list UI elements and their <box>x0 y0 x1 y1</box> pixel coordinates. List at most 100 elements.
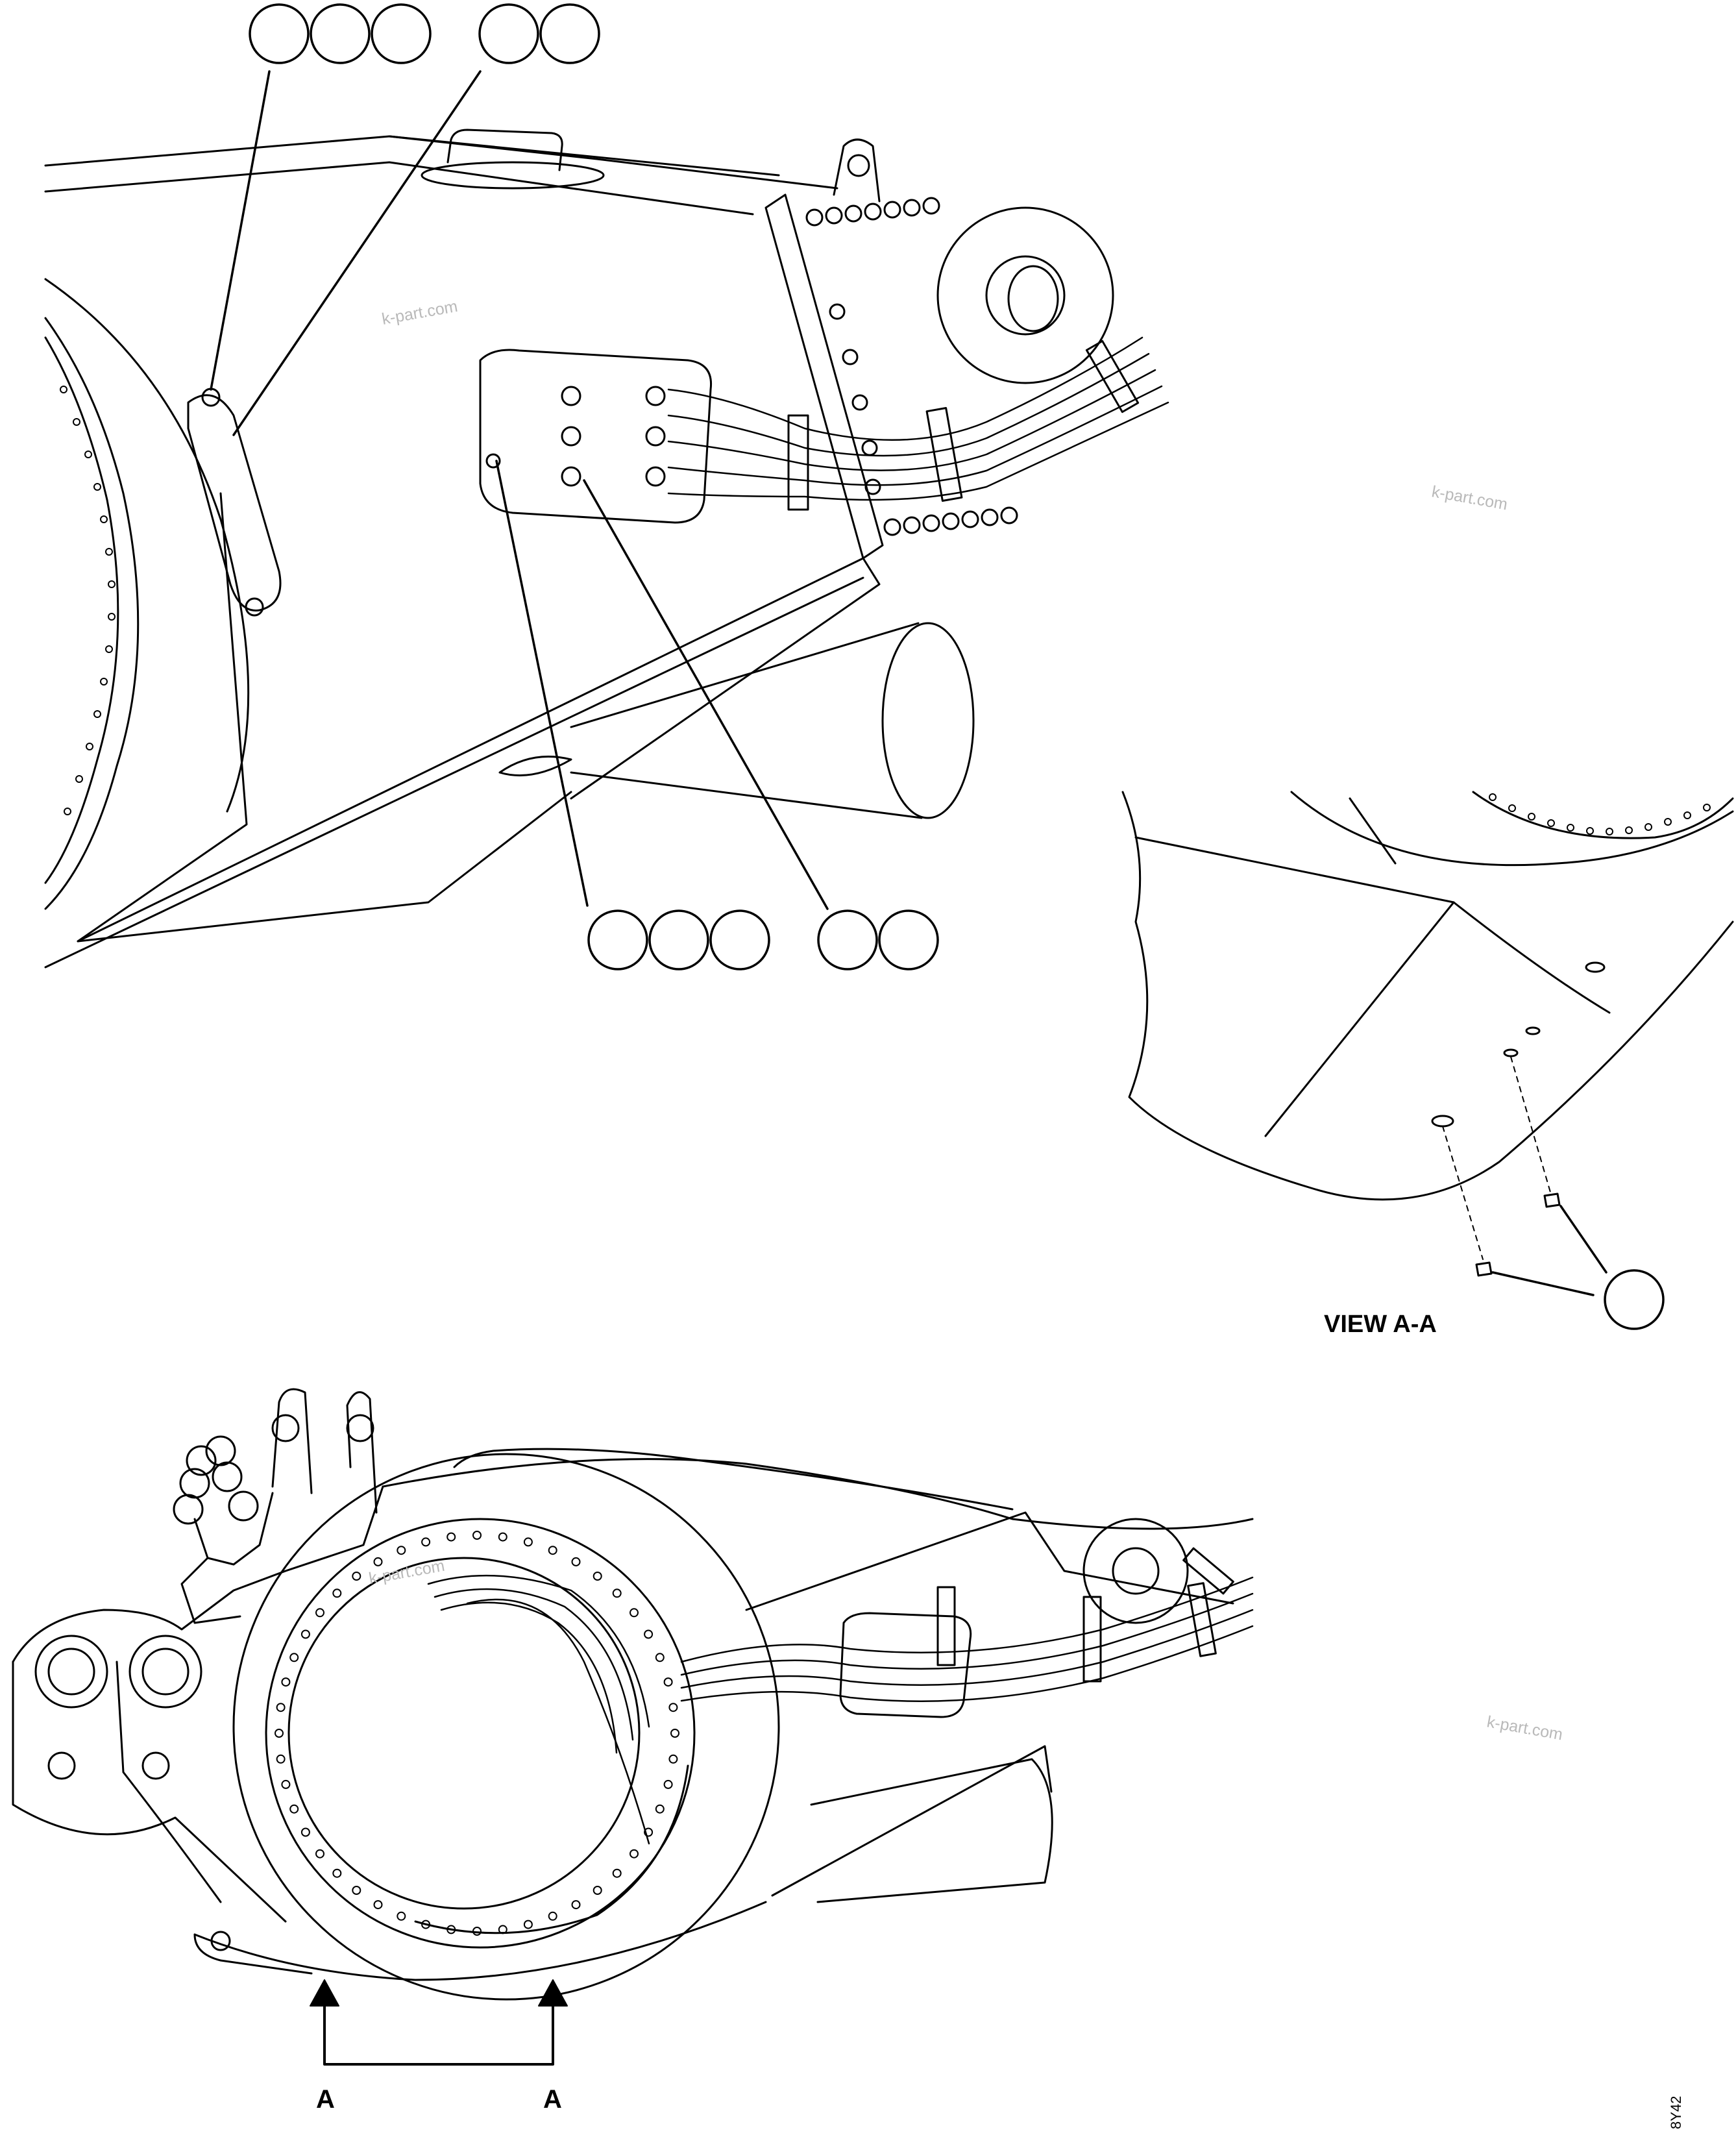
watermark: k-part.com <box>380 297 459 328</box>
callout-leader <box>583 479 829 910</box>
ring-bolt-hole <box>472 1531 482 1540</box>
plug-axis <box>1510 1056 1552 1195</box>
ring-bolt-hole <box>655 1804 665 1814</box>
ring-bolt-hole <box>281 1677 291 1687</box>
ring-bolt-hole <box>446 1532 456 1542</box>
assembly-top-rail <box>382 1458 1254 1530</box>
section-label-right: A <box>543 2085 562 2114</box>
lifting-lug <box>833 138 881 203</box>
section-label-left: A <box>316 2085 335 2114</box>
detail-hole <box>1585 961 1606 973</box>
detail-ring-holes <box>1489 793 1711 835</box>
pin-bore <box>1007 265 1059 332</box>
assembly-top-hose <box>453 1448 1014 1511</box>
detail-hole <box>1503 1048 1519 1057</box>
watermark: k-part.com <box>1430 482 1509 513</box>
callout-balloon <box>648 909 709 970</box>
ring-bolt-hole <box>300 1827 310 1837</box>
cylinder-body <box>570 622 923 819</box>
detail-ring-arc <box>1290 791 1734 867</box>
pin-plate-lower-2 <box>116 1661 222 1903</box>
top-handle <box>446 129 563 171</box>
ring-bolt-hole <box>593 1572 602 1581</box>
callout-balloon <box>249 3 310 64</box>
ring-inner-wall <box>414 1764 689 1934</box>
flange-bolts-side <box>829 303 881 495</box>
pin-bore-left <box>34 1635 108 1709</box>
view-a-a-label: VIEW A-A <box>1324 1311 1437 1338</box>
hose-clamp-3 <box>1085 340 1140 414</box>
callout-leader <box>210 70 271 391</box>
detail-hole <box>1431 1115 1454 1128</box>
assembly-bottom <box>193 1901 767 1981</box>
grease-plug <box>1543 1192 1561 1208</box>
boom-lower-arm <box>77 557 881 943</box>
assembly-hose-bundle <box>680 1576 1254 1702</box>
ring-bolt-hole <box>668 1703 678 1712</box>
plug-axis <box>1442 1126 1484 1260</box>
assembly-pin-bore <box>1112 1547 1160 1595</box>
assembly-ring-bolt-holes <box>275 1531 679 1936</box>
assembly-boom-lower <box>771 1745 1053 1897</box>
ring-bolt-hole <box>668 1754 678 1764</box>
valve-cluster <box>173 1435 274 1624</box>
slew-ring-rim-inner <box>44 336 119 884</box>
ring-bolt-hole <box>281 1779 291 1789</box>
pin-bore-center <box>128 1635 202 1709</box>
upper-lug <box>346 1391 378 1514</box>
callout-balloon <box>478 3 539 64</box>
callout-balloon <box>878 909 939 970</box>
top-hatch <box>421 161 605 190</box>
assembly-cylinder <box>810 1758 1053 1903</box>
ring-bolt-hole <box>275 1729 284 1738</box>
assembly-ring-bore <box>287 1557 641 1910</box>
foot-bore <box>210 1931 231 1951</box>
manifold-port <box>485 453 501 469</box>
callout-balloons-top <box>249 3 600 64</box>
hose-clamp <box>1082 1596 1102 1683</box>
ring-bolt-hole <box>373 1557 383 1566</box>
boom-assembly-view: k-part.com k-part.com A A <box>12 1388 1564 2114</box>
ring-bolt-hole <box>498 1532 507 1542</box>
pin-bore-left-inner <box>47 1648 95 1696</box>
manifold-fittings <box>561 386 666 487</box>
pin-bore-center-inner <box>141 1648 189 1696</box>
pin-boss <box>936 206 1114 384</box>
ring-bolt-hole <box>663 1779 673 1789</box>
hose-clamp <box>1187 1582 1217 1657</box>
assembly-ring-face <box>265 1518 696 1949</box>
callout-leader <box>495 460 589 907</box>
ring-bolt-hole <box>663 1677 673 1687</box>
ring-bolt-hole <box>315 1608 324 1618</box>
section-arrow-head <box>538 1979 568 2007</box>
ring-bolt-hole <box>289 1804 299 1814</box>
hose-bundle <box>667 336 1169 501</box>
ring-bolt-hole <box>630 1608 639 1618</box>
cover-bolt-bottom <box>245 597 264 617</box>
boom-slot <box>498 756 572 776</box>
access-cover-plate <box>187 394 282 611</box>
ring-bolt-hole <box>332 1588 342 1598</box>
assembly-foot <box>193 1933 313 1975</box>
detail-hole <box>1525 1026 1541 1035</box>
callout-balloon <box>587 909 648 970</box>
hose-manifold-block <box>479 349 713 524</box>
internal-hoses <box>427 1574 650 1845</box>
drawing-code: 8Y42 <box>1668 2096 1684 2129</box>
ring-bolt-hole <box>612 1868 622 1878</box>
boom-lower-edge <box>44 576 864 969</box>
ring-bolt-hole <box>421 1537 431 1547</box>
ring-bolt-holes <box>60 386 116 815</box>
callout-balloon <box>310 3 371 64</box>
ring-bolt-hole <box>332 1868 342 1878</box>
ring-bolt-hole <box>397 1546 406 1555</box>
ring-bolt-hole <box>276 1703 286 1712</box>
ring-bolt-hole <box>352 1886 361 1895</box>
boom-side-body <box>77 492 572 943</box>
grease-plug <box>1475 1261 1493 1277</box>
callout-balloon <box>709 909 770 970</box>
ring-bolt-hole <box>612 1588 622 1598</box>
hose-clamp-1 <box>787 414 809 511</box>
watermark: k-part.com <box>1485 1712 1564 1744</box>
section-arrow-head <box>310 1979 339 2007</box>
